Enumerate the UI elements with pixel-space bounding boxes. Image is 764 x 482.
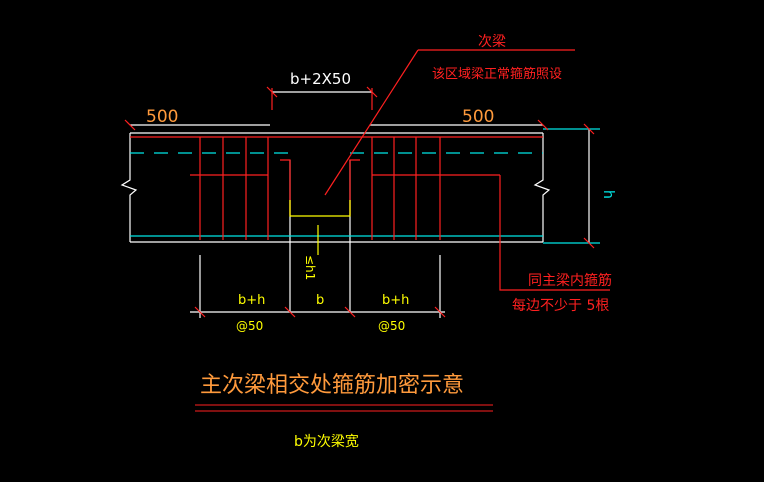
label-b: b — [316, 293, 324, 308]
leader-main-stirrup — [499, 175, 610, 291]
tick-bottom-c — [344, 306, 356, 318]
secondary-beam-outline-left — [280, 159, 291, 215]
break-line-left — [120, 133, 138, 242]
diagram-title: 主次梁相交处箍筋加密示意 — [200, 373, 464, 398]
main-beam-outline — [120, 91, 590, 318]
break-line-right — [533, 133, 551, 242]
tick-bottom-b — [284, 306, 296, 318]
label-main-stirrup: 同主梁内箍筋 — [528, 272, 612, 289]
label-bh-right: b+h — [382, 293, 409, 308]
tick-bottom-d — [434, 306, 446, 318]
rebar-lines — [130, 128, 600, 244]
tick-h-bottom — [583, 237, 595, 249]
tick-500-right — [537, 119, 549, 131]
leader-secondary-beam — [324, 49, 419, 196]
label-b2x50: b+2X50 — [290, 70, 351, 88]
label-at50-right: @50 — [378, 319, 405, 333]
label-at50-left: @50 — [236, 319, 263, 333]
label-small-dim: ≤h1 — [303, 255, 317, 280]
label-h: h — [600, 190, 616, 199]
label-each-side: 每边不少于 5根 — [512, 298, 609, 314]
label-secondary-beam: 次梁 — [478, 34, 506, 50]
stirrups — [130, 49, 610, 291]
label-bh-left: b+h — [238, 293, 265, 308]
label-500-left: 500 — [146, 107, 178, 127]
tick-500-left — [124, 119, 136, 131]
tick-h-top — [583, 123, 595, 135]
secondary-beam-section — [289, 200, 351, 255]
footnote: b为次梁宽 — [294, 433, 359, 450]
label-secondary-beam-note: 该区域梁正常箍筋照设 — [432, 66, 562, 82]
title-underline — [195, 404, 493, 412]
secondary-beam-stirrup — [289, 200, 351, 217]
label-500-right: 500 — [462, 107, 494, 127]
secondary-beam-outline-right — [349, 159, 360, 215]
tick-marks — [124, 86, 595, 318]
tick-bottom-a — [194, 306, 206, 318]
